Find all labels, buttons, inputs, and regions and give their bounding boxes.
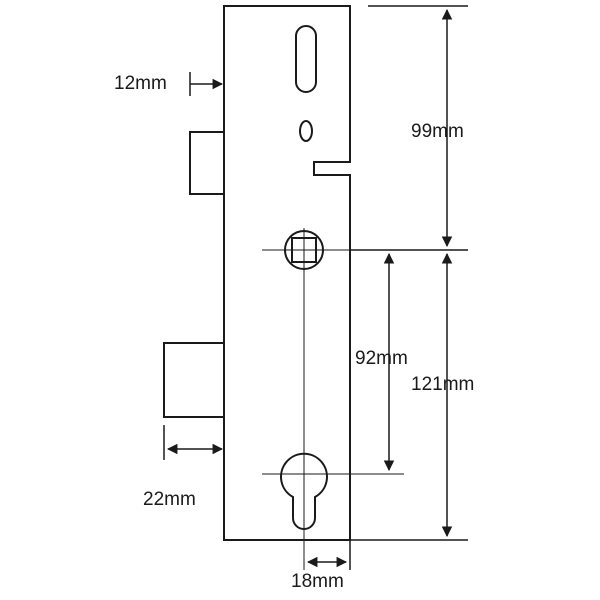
small-oval-hole bbox=[299, 120, 313, 142]
latch-block bbox=[189, 131, 225, 195]
label-12mm: 12mm bbox=[114, 73, 167, 94]
deadbolt-block bbox=[163, 342, 225, 418]
label-18mm: 18mm bbox=[291, 571, 344, 592]
slot bbox=[295, 25, 317, 93]
faceplate bbox=[223, 5, 351, 541]
label-92mm: 92mm bbox=[355, 348, 408, 369]
label-99mm: 99mm bbox=[411, 121, 464, 142]
label-121mm: 121mm bbox=[411, 374, 474, 395]
label-22mm: 22mm bbox=[143, 489, 196, 510]
